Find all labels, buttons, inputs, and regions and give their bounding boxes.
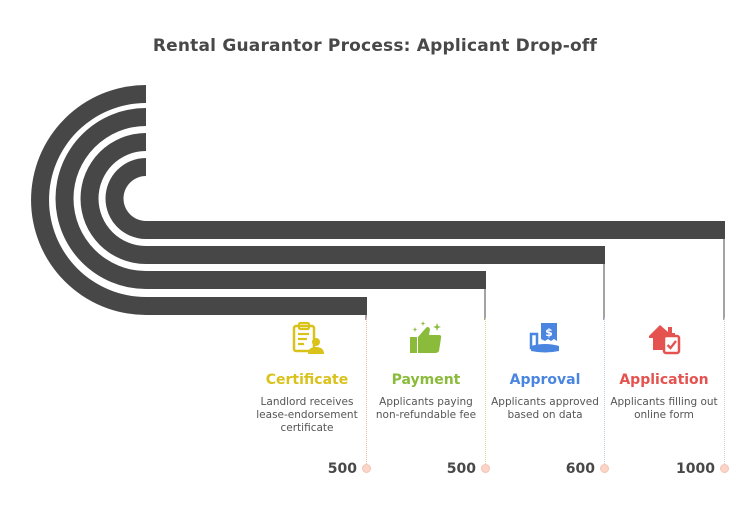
connector-dot xyxy=(481,464,490,473)
house-checklist-icon xyxy=(605,318,723,358)
stage-label: Payment xyxy=(391,372,461,388)
stage-description: Applicants filling out online form xyxy=(610,396,718,421)
hand-receipt-dollar-icon: $ xyxy=(486,318,604,358)
thumbs-up-sparkle-icon xyxy=(367,318,485,358)
stage-description: Applicants approved based on data xyxy=(491,396,599,421)
connector-dot xyxy=(720,464,729,473)
stage-value: 1000 xyxy=(676,461,715,477)
connector-line xyxy=(366,318,367,464)
stage-certificate: Certificate Landlord receives lease-endo… xyxy=(248,318,366,435)
diagram-title: Rental Guarantor Process: Applicant Drop… xyxy=(152,36,598,56)
stage-approval: $ Approval Applicants approved based on … xyxy=(486,318,604,422)
connector-line xyxy=(604,318,605,464)
stage-label: Certificate xyxy=(265,372,349,388)
band-payment xyxy=(55,108,486,289)
band-approval xyxy=(80,133,606,264)
svg-text:$: $ xyxy=(545,326,553,339)
stage-description: Landlord receives lease-endorsement cert… xyxy=(256,396,358,434)
stage-value: 500 xyxy=(327,461,357,477)
stage-value: 600 xyxy=(565,461,595,477)
stage-description: Applicants paying non-refundable fee xyxy=(375,396,477,421)
connector-line xyxy=(485,318,486,464)
connector-dot xyxy=(362,464,371,473)
stage-payment: Payment Applicants paying non-refundable… xyxy=(367,318,485,422)
stage-value: 500 xyxy=(446,461,476,477)
connector-dot xyxy=(600,464,609,473)
connector-line xyxy=(724,318,725,464)
stage-label: Application xyxy=(619,372,709,388)
stage-application: Application Applicants filling out onlin… xyxy=(605,318,723,422)
stage-label: Approval xyxy=(509,372,581,388)
clipboard-user-icon xyxy=(248,318,366,358)
band-application xyxy=(105,158,725,239)
